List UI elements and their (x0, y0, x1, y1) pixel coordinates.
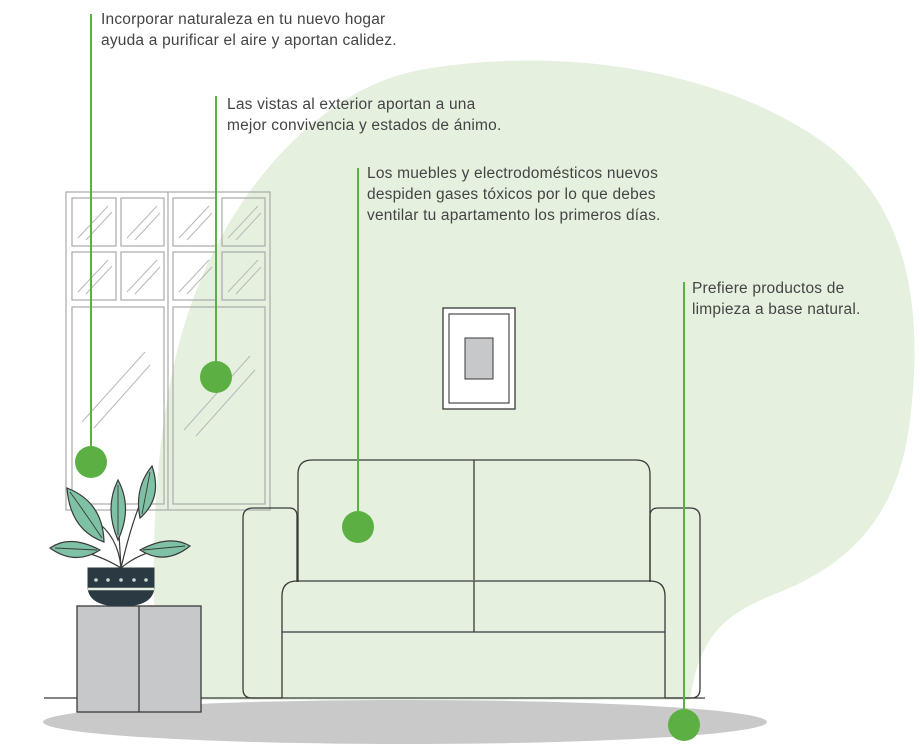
callout-plants-text: Incorporar naturaleza en tu nuevo hogar … (101, 11, 397, 49)
callout-furniture-text: Los muebles y electrodomésticos nuevos d… (367, 165, 661, 224)
side-cabinet (76, 605, 202, 713)
callout-views-text: Las vistas al exterior aportan a una mej… (227, 96, 502, 134)
callout-cleaning-marker (668, 282, 700, 741)
sofa (242, 459, 701, 699)
callout-plants-marker (75, 14, 107, 478)
potted-plant (48, 464, 192, 607)
callout-views-marker (200, 96, 232, 393)
window (65, 191, 271, 511)
wall-frame (442, 307, 516, 410)
floor-shadow (43, 700, 767, 744)
callout-cleaning-text: Prefiere productos de limpieza a base na… (692, 280, 861, 318)
background-blob (153, 60, 915, 701)
callout-furniture-marker (342, 168, 374, 543)
